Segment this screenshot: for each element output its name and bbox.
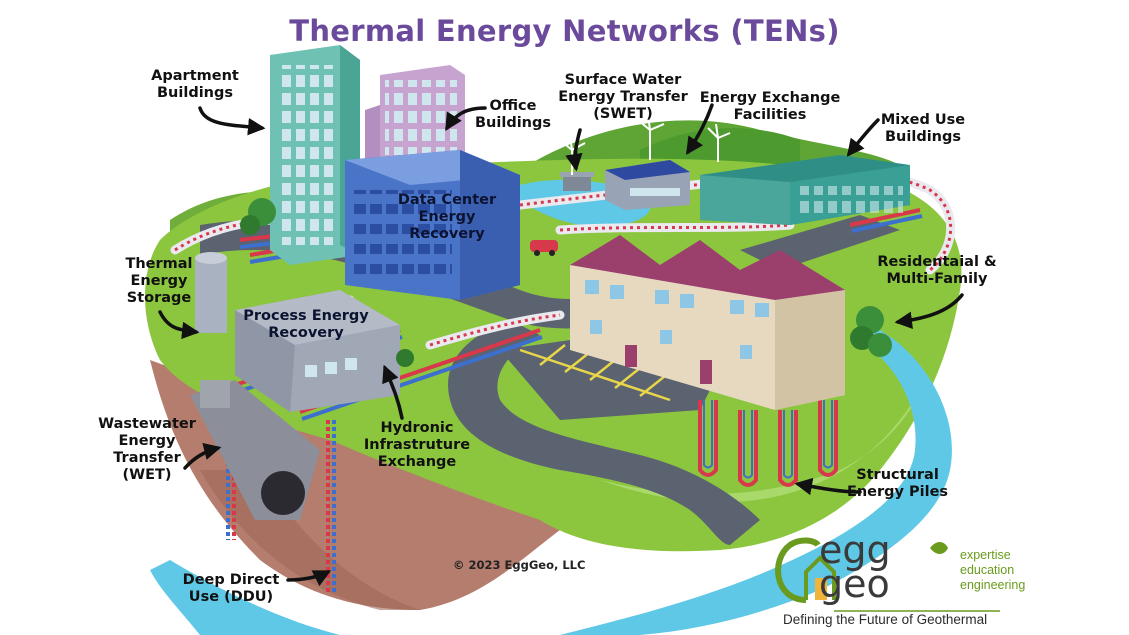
- logo-pillar: expertise: [960, 548, 1011, 562]
- label-hydronic: Hydronic Infrastruture Exchange: [362, 420, 472, 471]
- logo-pillar: engineering: [960, 578, 1026, 592]
- label-text: Thermal Energy Storage: [125, 256, 193, 306]
- ground-loops: [226, 400, 838, 595]
- label-text: Structural Energy Piles: [846, 467, 949, 500]
- logo-pillars: expertise education engineering: [960, 548, 1025, 593]
- label-text: Wastewater Energy Transfer (WET): [98, 416, 196, 483]
- parking-lines: [519, 344, 671, 402]
- label-data-center: Data Center Energy Recovery: [392, 192, 502, 243]
- callout-arrows: [158, 103, 964, 587]
- process-energy-building: [235, 290, 400, 412]
- label-structural-piles: Structural Energy Piles: [840, 467, 955, 501]
- grass-light-patch: [600, 380, 925, 503]
- logo-geo-text: geo: [819, 562, 890, 606]
- label-process-energy-recovery: Process Energy Recovery: [236, 308, 376, 342]
- label-energy-exchange-facilities: Energy Exchange Facilities: [690, 90, 850, 124]
- label-text: Energy Exchange Facilities: [699, 90, 841, 123]
- label-ddu: Deep Direct Use (DDU): [176, 572, 286, 606]
- label-office-buildings: Office Buildings: [468, 98, 558, 132]
- label-apartment-buildings: Apartment Buildings: [145, 68, 245, 102]
- diagram-title: Thermal Energy Networks (TENs): [289, 14, 840, 48]
- trees: [240, 198, 892, 367]
- logo-pillar: education: [960, 563, 1015, 577]
- label-residential: Residentaial & Multi-Family: [872, 254, 1002, 288]
- eggeo-logo-mark: [775, 537, 1000, 612]
- underground-water: [150, 560, 340, 635]
- river: [560, 330, 952, 635]
- label-swet: Surface Water Energy Transfer (SWET): [548, 72, 698, 123]
- label-text: Mixed Use Buildings: [880, 112, 966, 145]
- red-car: [530, 240, 558, 256]
- label-text: Residentaial & Multi-Family: [877, 254, 997, 287]
- logo-tagline: Defining the Future of Geothermal: [783, 612, 988, 627]
- swet-station: [560, 172, 594, 191]
- label-text: Data Center Energy Recovery: [397, 192, 497, 242]
- logo-egg-text: egg: [819, 528, 891, 572]
- townhouses: [570, 235, 845, 410]
- copyright-notice: © 2023 EggGeo, LLC: [453, 558, 586, 572]
- label-text: Deep Direct Use (DDU): [182, 572, 280, 605]
- label-text: Apartment Buildings: [151, 68, 239, 101]
- wastewater-pipe: [190, 380, 320, 520]
- label-text: Office Buildings: [475, 98, 551, 131]
- label-thermal-energy-storage: Thermal Energy Storage: [114, 256, 204, 307]
- eggeo-logo: egg geo expertise education engineering …: [757, 528, 1057, 633]
- apartment-tower: [270, 45, 360, 265]
- label-text: Process Energy Recovery: [243, 308, 369, 341]
- data-center-building: [345, 150, 520, 300]
- energy-exchange-facility: [605, 160, 690, 210]
- label-mixed-use-buildings: Mixed Use Buildings: [868, 112, 978, 146]
- office-building: [365, 65, 465, 165]
- label-text: Surface Water Energy Transfer (SWET): [558, 72, 688, 122]
- thermal-storage-tank: [195, 252, 227, 333]
- mixed-use-building: [700, 155, 910, 225]
- label-wastewater: Wastewater Energy Transfer (WET): [92, 416, 202, 484]
- label-text: Hydronic Infrastruture Exchange: [363, 420, 471, 470]
